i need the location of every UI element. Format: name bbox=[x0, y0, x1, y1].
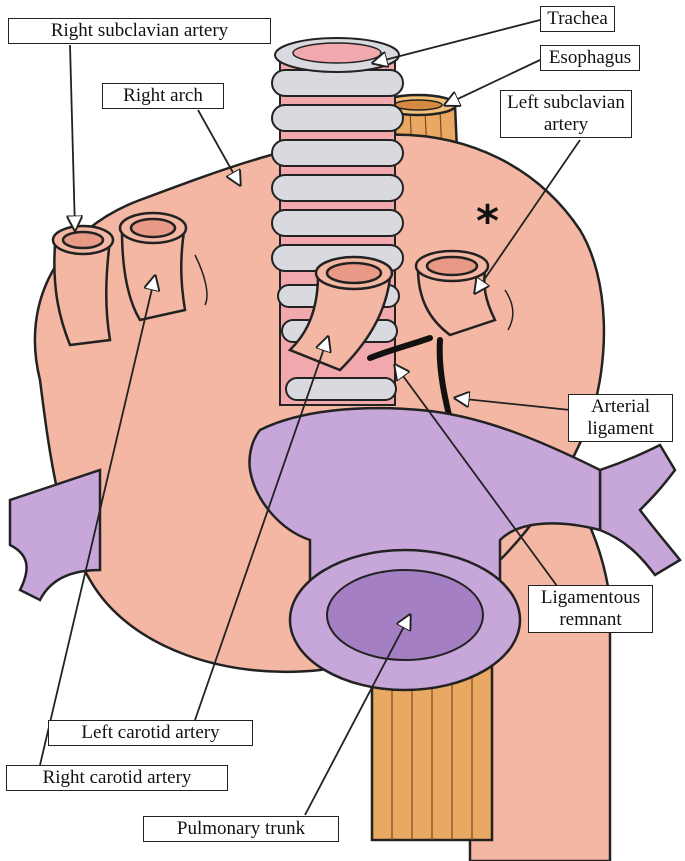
label-right-carotid-text: Right carotid artery bbox=[42, 767, 192, 788]
asterisk-marker: * bbox=[476, 196, 500, 247]
label-ligamentous-remnant-line1: Ligamentous bbox=[540, 587, 641, 608]
label-trachea: Trachea bbox=[540, 6, 615, 32]
label-right-arch: Right arch bbox=[102, 83, 224, 109]
label-trachea-text: Trachea bbox=[547, 8, 608, 29]
label-right-arch-text: Right arch bbox=[123, 85, 203, 106]
label-pulmonary-trunk: Pulmonary trunk bbox=[143, 816, 339, 842]
label-left-subclavian-line2: artery bbox=[543, 114, 589, 135]
contour-lines bbox=[194, 254, 514, 331]
label-left-carotid-artery: Left carotid artery bbox=[48, 720, 253, 746]
label-ligamentous-remnant-line2: remnant bbox=[559, 609, 622, 630]
label-right-carotid-artery: Right carotid artery bbox=[6, 765, 228, 791]
label-arterial-ligament-line2: ligament bbox=[587, 418, 654, 439]
label-pulmonary-trunk-text: Pulmonary trunk bbox=[176, 818, 306, 839]
label-left-subclavian-artery: Left subclavian artery bbox=[500, 90, 632, 138]
label-arterial-ligament: Arterial ligament bbox=[568, 394, 673, 442]
label-left-carotid-text: Left carotid artery bbox=[81, 722, 220, 743]
label-left-subclavian-line1: Left subclavian bbox=[507, 92, 625, 113]
label-right-subclavian-text: Right subclavian artery bbox=[50, 20, 229, 41]
label-right-subclavian-artery: Right subclavian artery bbox=[8, 18, 271, 44]
label-esophagus-text: Esophagus bbox=[548, 47, 632, 68]
label-ligamentous-remnant: Ligamentous remnant bbox=[528, 585, 653, 633]
label-arterial-ligament-line1: Arterial bbox=[590, 396, 651, 417]
pointer-arrows bbox=[39, 19, 581, 816]
pulmonary-vessels bbox=[8, 406, 682, 692]
label-esophagus: Esophagus bbox=[540, 45, 640, 71]
